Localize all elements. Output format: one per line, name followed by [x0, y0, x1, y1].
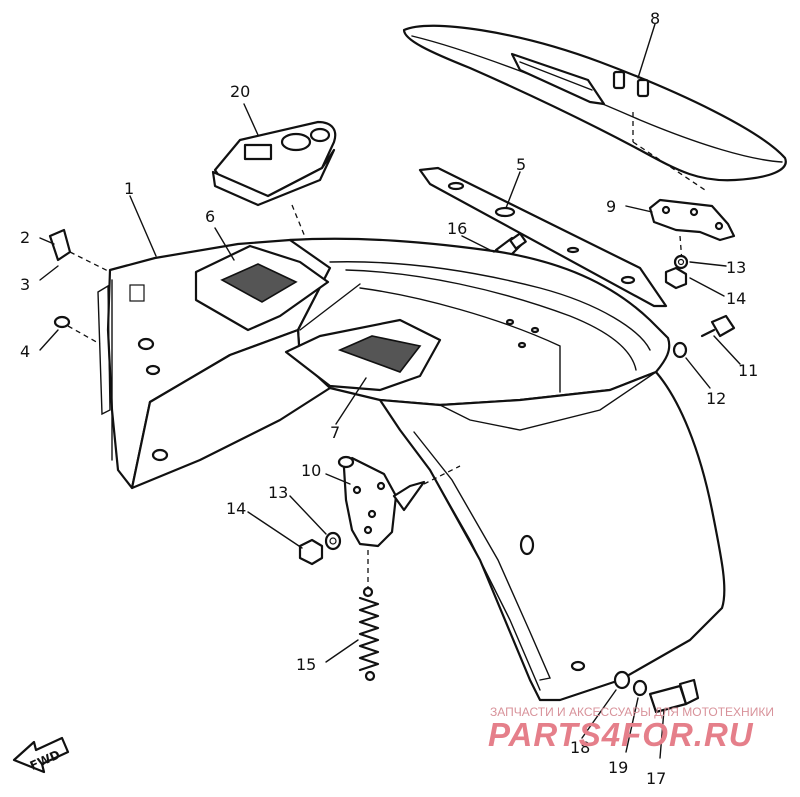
- callout-15: 15: [296, 655, 316, 674]
- callout-13-lower: 13: [268, 483, 288, 502]
- callout-18: 18: [570, 738, 590, 757]
- part-9-bracket: [648, 198, 736, 263]
- callout-20: 20: [230, 82, 250, 101]
- part-13-washer-upper: [673, 254, 689, 270]
- part-7-pad: [284, 318, 442, 392]
- part-14-nut-upper: [664, 266, 688, 290]
- part-5-strip: [418, 166, 668, 308]
- callout-5: 5: [516, 155, 526, 174]
- callout-labels: 1 2 3 4 5 6 7 8 9 10 11 12 13 13 14 14 1…: [20, 9, 758, 788]
- callout-11: 11: [738, 361, 758, 380]
- callout-17: 17: [646, 769, 666, 788]
- part-4-grommet: [53, 315, 101, 345]
- part-14-nut-lower: [298, 538, 324, 566]
- callout-12: 12: [706, 389, 726, 408]
- part-10-hinge-bracket: [337, 455, 461, 590]
- watermark-tagline: ЗАПЧАСТИ И АКСЕССУАРЫ ДЛЯ МОТОТЕХНИКИ: [490, 705, 774, 719]
- fwd-direction-arrow: FWD: [12, 736, 70, 774]
- callout-7: 7: [330, 423, 340, 442]
- watermark-logo: PARTS4FOR.RU: [488, 716, 754, 753]
- callout-10: 10: [301, 461, 321, 480]
- part-13-washer-lower: [324, 531, 342, 551]
- callout-1: 1: [124, 179, 134, 198]
- part-12-washer: [672, 341, 688, 359]
- leader-lines: [39, 23, 741, 759]
- part-11-screw: [700, 314, 736, 338]
- callout-14-upper: 14: [726, 289, 746, 308]
- callout-14-lower: 14: [226, 499, 246, 518]
- callout-16: 16: [447, 219, 467, 238]
- callout-6: 6: [205, 207, 215, 226]
- callout-4: 4: [20, 342, 30, 361]
- callout-3: 3: [20, 275, 30, 294]
- part-8-rear-plate: [402, 24, 787, 191]
- part-18-washer: [613, 670, 631, 690]
- part-1-rear-cowl: [97, 237, 726, 702]
- watermark: ЗАПЧАСТИ И АКСЕССУАРЫ ДЛЯ МОТОТЕХНИКИ PA…: [488, 705, 774, 753]
- callout-13-upper: 13: [726, 258, 746, 277]
- callout-9: 9: [606, 197, 616, 216]
- callout-8: 8: [650, 9, 660, 28]
- callout-19: 19: [608, 758, 628, 777]
- part-15-spring: [358, 586, 380, 682]
- callout-2: 2: [20, 228, 30, 247]
- part-17-screw: [648, 678, 700, 714]
- part-6-pad: [194, 244, 330, 332]
- part-19-washer: [632, 679, 648, 697]
- part-2-clip: [48, 228, 111, 273]
